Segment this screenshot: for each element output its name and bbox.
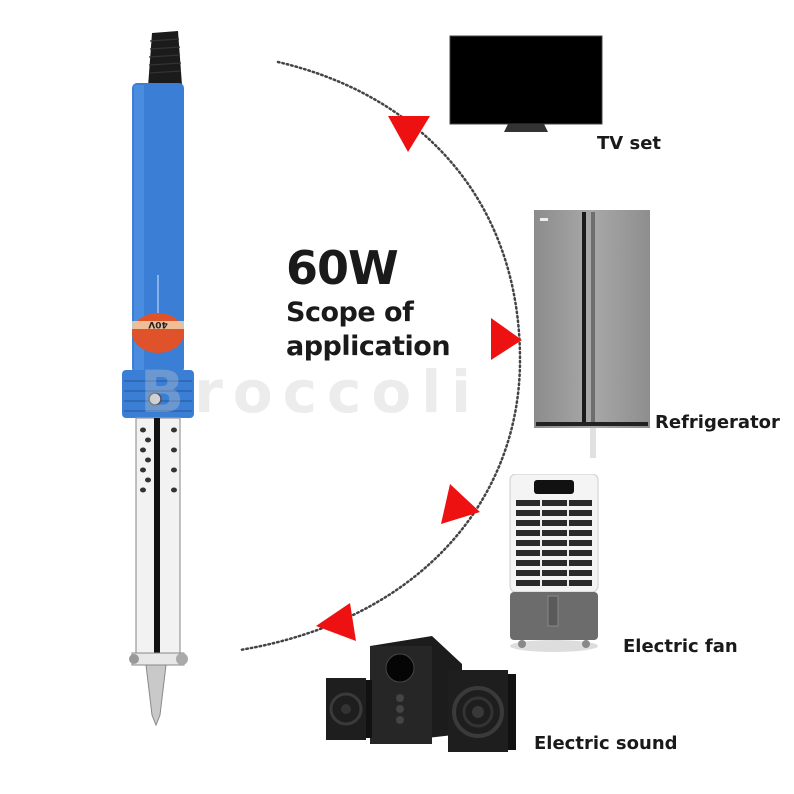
soldering-iron-icon: 40V — [122, 31, 194, 727]
air-cooler-fan-icon — [509, 474, 599, 652]
fan-label: Electric fan — [623, 636, 738, 657]
power-rating: 60W — [286, 241, 399, 295]
refrigerator-label: Refrigerator — [655, 412, 780, 433]
arrow-to-tv — [388, 116, 430, 152]
tv-icon — [449, 35, 603, 132]
speaker-set-icon — [326, 636, 516, 752]
handle-label: 40V — [148, 319, 168, 329]
arrow-to-refrigerator — [491, 318, 522, 360]
arrow-to-fan — [441, 484, 480, 524]
dotted-arc-path — [238, 60, 522, 652]
speakers-label: Electric sound — [534, 733, 678, 754]
headline-line1: Scope of — [286, 297, 414, 328]
headline-line2: application — [286, 331, 451, 362]
tv-label: TV set — [597, 133, 662, 154]
refrigerator-icon — [534, 210, 650, 428]
headline-block: 60W Scope of application — [286, 240, 451, 364]
arrow-to-speakers — [316, 603, 356, 641]
